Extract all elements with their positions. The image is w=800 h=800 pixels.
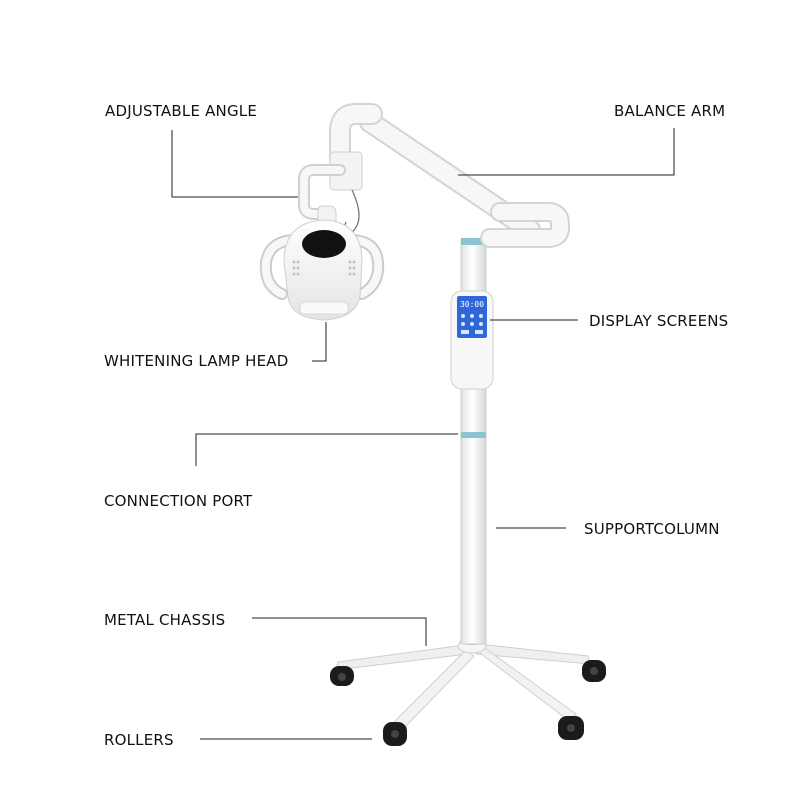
labels: ADJUSTABLE ANGLE BALANCE ARM DISPLAY SCR…: [104, 102, 728, 749]
display-button-1[interactable]: [461, 314, 465, 318]
roller-front-left: [383, 722, 407, 746]
display-button-2[interactable]: [470, 314, 474, 318]
leader-connection-port: [195, 433, 458, 466]
balance-arm: [329, 103, 570, 248]
display-button-8[interactable]: [475, 330, 483, 334]
label-balance-arm: BALANCE ARM: [614, 102, 725, 120]
display-button-7[interactable]: [461, 330, 469, 334]
label-adjustable-angle: ADJUSTABLE ANGLE: [105, 102, 257, 120]
leader-adjustable-angle: [171, 130, 298, 198]
display-button-4[interactable]: [461, 322, 465, 326]
label-whitening-lamp-head: WHITENING LAMP HEAD: [104, 352, 289, 370]
lamp-vents: [292, 260, 356, 276]
leader-balance-arm: [458, 128, 675, 176]
display-button-6[interactable]: [479, 322, 483, 326]
label-rollers: ROLLERS: [104, 731, 174, 749]
leader-metal-chassis: [252, 617, 427, 646]
roller-left: [330, 666, 354, 686]
roller-front-right: [558, 716, 584, 740]
display-timer: 30:00: [460, 300, 484, 309]
roller-right: [582, 660, 606, 682]
label-metal-chassis: METAL CHASSIS: [104, 611, 225, 629]
connection-port: [461, 432, 486, 438]
whitening-lamp-head: [259, 205, 385, 321]
label-connection-port: CONNECTION PORT: [104, 492, 253, 510]
metal-chassis: [335, 637, 591, 731]
lamp-window: [302, 230, 346, 258]
display-button-3[interactable]: [479, 314, 483, 318]
display-button-5[interactable]: [470, 322, 474, 326]
leader-lines: [171, 128, 675, 740]
column-top-ring: [461, 238, 486, 245]
rollers: [330, 660, 606, 746]
lamp-led-strip: [299, 301, 349, 315]
label-support-column: SUPPORTCOLUMN: [584, 520, 720, 538]
leader-lamp-head: [312, 322, 327, 362]
label-display-screens: DISPLAY SCREENS: [589, 312, 728, 330]
display-panel: 30:00: [450, 290, 494, 390]
